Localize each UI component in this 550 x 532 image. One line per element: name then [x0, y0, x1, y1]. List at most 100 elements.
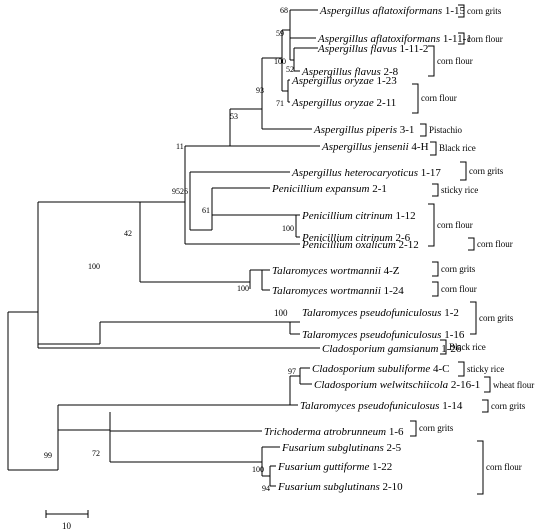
- branch-aspergillus-top: [281, 29, 290, 92]
- substrate-label: Black rice: [449, 342, 486, 352]
- taxon-label: Aspergillus aflatoxiformans 1-15: [319, 5, 466, 17]
- taxon-label: Fusarium guttiforme 1-22: [277, 461, 392, 473]
- substrate-label: corn grits: [491, 401, 526, 411]
- substrate-label: corn flour: [467, 34, 503, 44]
- bracket: [440, 339, 447, 355]
- substrate-label: Pistachio: [429, 125, 462, 135]
- taxon-label: Talaromyces wortmannii 4-Z: [272, 265, 400, 277]
- taxon-label: Talaromyces wortmannii 1-24: [272, 285, 404, 297]
- taxon-label: Cladosporium gamsianum 1-26: [322, 343, 462, 355]
- taxon-label: Aspergillus jensenii 4-H: [321, 141, 429, 153]
- scale-bar-label: 10: [62, 521, 72, 531]
- taxon-label: Penicillium citrinum 1-12: [301, 210, 416, 222]
- bracket: [432, 261, 439, 277]
- substrate-label: corn grits: [419, 423, 454, 433]
- substrate-label: corn flour: [437, 56, 473, 66]
- scale-bar: 10: [45, 510, 89, 531]
- bootstrap-value: 42: [124, 229, 132, 238]
- taxon-label: Penicillium oxalicum 2-12: [301, 239, 419, 251]
- branch-aflatoxiformans: [289, 9, 318, 39]
- branch-oryzae: [287, 79, 290, 103]
- substrate-brackets: [410, 4, 491, 495]
- bracket: [460, 161, 467, 181]
- bootstrap-value: 52: [286, 65, 294, 74]
- substrate-label: corn flour: [477, 239, 513, 249]
- taxon-label: Aspergillus flavus 1-11-2: [317, 43, 428, 55]
- taxon-labels: Aspergillus aflatoxiformans 1-15 Aspergi…: [264, 5, 480, 493]
- taxon-label: Talaromyces pseudofuniculosus 1-16: [302, 329, 465, 341]
- taxon-label: Aspergillus oryzae 2-11: [291, 97, 396, 109]
- bracket: [428, 45, 435, 77]
- bracket: [432, 183, 439, 197]
- bootstrap-value: 99: [44, 451, 52, 460]
- substrate-label: sticky rice: [467, 364, 504, 374]
- bootstrap-labels: 68 59 100 52 71 93 53 11 9526 61 100 42 …: [44, 6, 296, 493]
- bracket: [458, 4, 465, 18]
- bracket: [428, 203, 435, 247]
- scale-bar-line: [45, 510, 89, 518]
- substrate-label: corn flour: [441, 284, 477, 294]
- taxon-label: Aspergillus flavus 2-8: [301, 66, 399, 78]
- branch-pseudofuniculosus-a: [99, 321, 300, 344]
- bootstrap-value: 100: [274, 57, 286, 66]
- bootstrap-value: 53: [230, 112, 238, 121]
- bootstrap-value: 97: [288, 367, 296, 376]
- substrate-label: corn flour: [437, 220, 473, 230]
- bracket: [482, 399, 489, 413]
- substrate-label: corn flour: [486, 462, 522, 472]
- bootstrap-value: 72: [92, 449, 100, 458]
- bootstrap-value: 71: [276, 99, 284, 108]
- taxon-label: Fusarium subglutinans 2-10: [277, 481, 403, 493]
- substrate-label: corn grits: [441, 264, 476, 274]
- bootstrap-value: 94: [262, 484, 270, 493]
- branch-penicillium: [184, 171, 300, 231]
- bracket: [430, 141, 437, 156]
- bootstrap-value: 93: [256, 86, 264, 95]
- bracket: [412, 83, 419, 114]
- substrate-label: corn grits: [479, 313, 514, 323]
- bootstrap-value: 59: [276, 29, 284, 38]
- branch-node-53: [229, 108, 320, 147]
- bracket: [458, 32, 465, 45]
- branch-upper-clade: [37, 201, 140, 345]
- branch-node-93: [261, 57, 312, 130]
- branch-fusarium-trichoderma: [57, 412, 262, 470]
- bootstrap-value: 9526: [172, 187, 188, 196]
- bootstrap-value: 100: [282, 224, 294, 233]
- bracket: [420, 123, 427, 137]
- bootstrap-value: 11: [176, 142, 184, 151]
- taxon-label: Penicillium citrinum 2-6: [301, 232, 411, 244]
- taxon-label: Aspergillus heterocaryoticus 1-17: [291, 167, 441, 179]
- tree-branches: [7, 9, 320, 487]
- taxon-label: Aspergillus aflatoxiformans 1-11-1: [317, 33, 472, 45]
- substrate-label: wheat flour: [493, 380, 534, 390]
- bootstrap-value: 100: [274, 308, 288, 318]
- taxon-label: Cladosporium welwitschiicola 2-16-1: [314, 379, 480, 391]
- bracket: [458, 361, 465, 377]
- bootstrap-value: 100: [237, 284, 249, 293]
- taxon-label: Talaromyces pseudofuniculosus 1-14: [300, 400, 463, 412]
- branch-citrinum: [295, 214, 300, 238]
- bracket: [484, 376, 491, 393]
- bootstrap-value: 68: [280, 6, 288, 15]
- bracket: [477, 440, 484, 495]
- bracket: [468, 237, 475, 251]
- taxon-label: Aspergillus piperis 3-1: [313, 124, 414, 136]
- bracket: [432, 281, 439, 297]
- bootstrap-value: 100: [252, 465, 264, 474]
- substrate-label: Black rice: [439, 143, 476, 153]
- bootstrap-value: 61: [202, 206, 210, 215]
- branch-fusarium: [261, 446, 280, 487]
- substrate-label: corn grits: [467, 6, 502, 16]
- branch-aspergillus-penicillium-talaromyces: [139, 201, 250, 283]
- branch-wortmannii: [249, 269, 270, 291]
- taxon-label: Trichoderma atrobrunneum 1-6: [264, 426, 404, 438]
- branch-root: [7, 311, 58, 471]
- substrate-label: sticky rice: [441, 185, 478, 195]
- taxon-label: Aspergillus oryzae 1-23: [291, 75, 397, 87]
- substrate-labels: corn grits corn flour corn flour corn fl…: [419, 6, 534, 472]
- bracket: [410, 420, 417, 437]
- taxon-label: Fusarium subglutinans 2-5: [281, 442, 402, 454]
- branch-flavus: [289, 30, 318, 72]
